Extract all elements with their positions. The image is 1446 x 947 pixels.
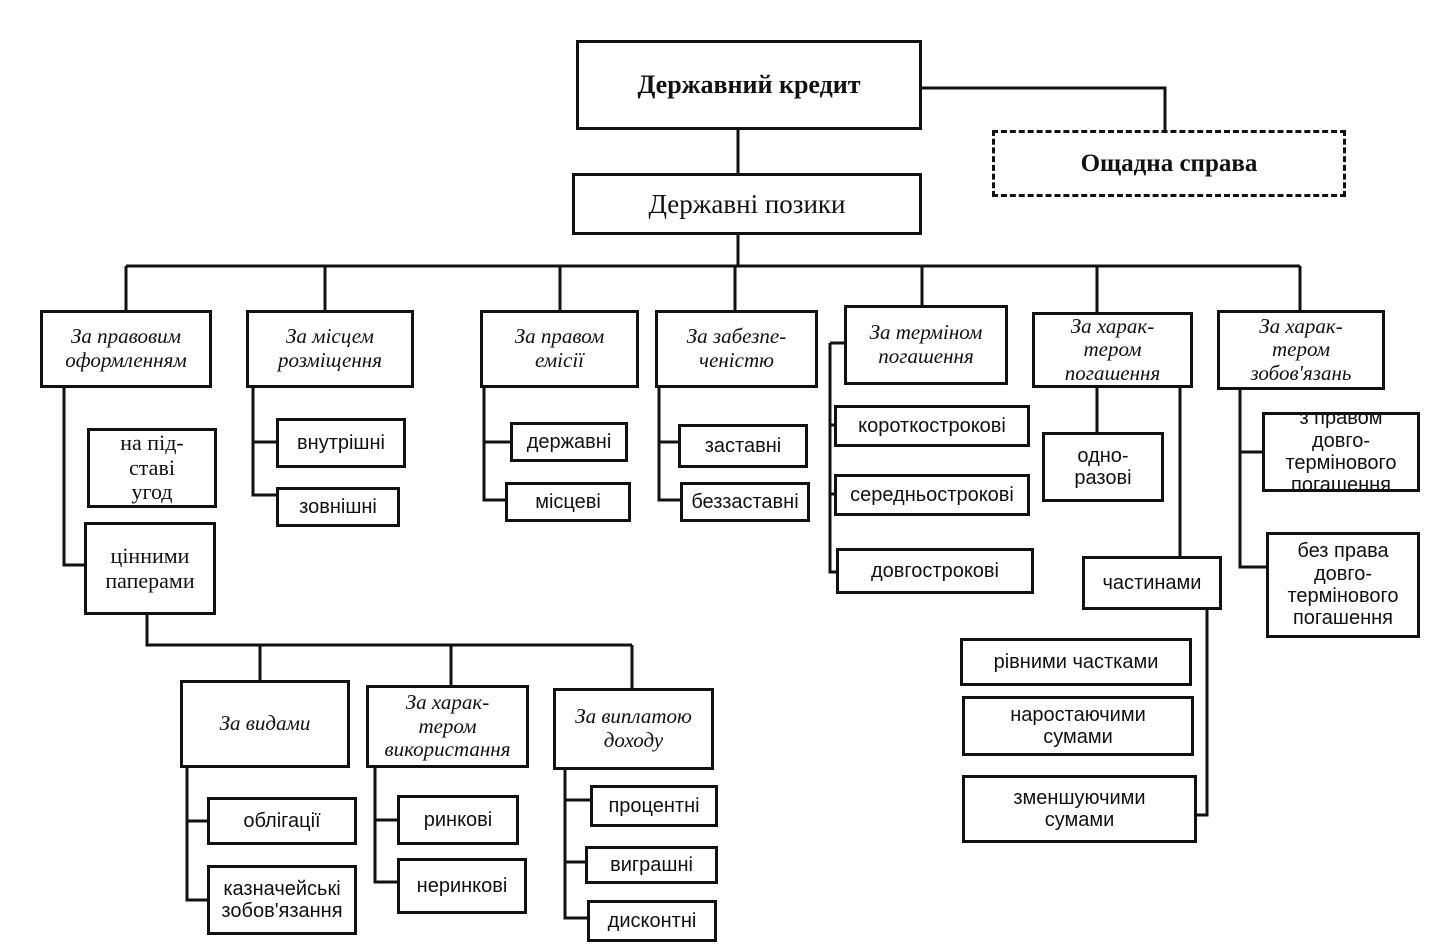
- category-legal: За правовим оформленням: [40, 310, 212, 388]
- category-security: За забезпе- ченістю: [655, 310, 818, 388]
- category-placement: За місцем розміщення: [246, 310, 414, 388]
- item-equal-parts: рівними частками: [960, 638, 1192, 686]
- item-decreasing-sums: зменшуючими сумами: [962, 775, 1197, 843]
- node-savings: Ощадна справа: [992, 130, 1346, 197]
- item-market: ринкові: [397, 795, 519, 845]
- item-agreements: на під- ставі угод: [87, 428, 217, 508]
- category-income: За виплатою доходу: [553, 688, 714, 770]
- category-kinds: За видами: [180, 680, 350, 768]
- node-root: Державний кредит: [576, 40, 922, 130]
- item-internal: внутрішні: [276, 418, 406, 468]
- item-external: зовнішні: [276, 487, 400, 527]
- item-non-market: неринкові: [397, 858, 527, 914]
- item-local: місцеві: [505, 482, 631, 522]
- category-emission: За правом емісії: [480, 310, 639, 388]
- item-bonds: облігації: [207, 797, 357, 845]
- item-with-long-term-repayment: з правом довго- термінового погашення: [1262, 407, 1420, 496]
- item-medium-term: середньострокові: [834, 474, 1030, 516]
- item-interest: процентні: [590, 785, 718, 827]
- item-without-long-term-repayment: без права довго- термінового погашення: [1266, 532, 1420, 638]
- item-securities: цінними паперами: [84, 522, 216, 615]
- item-short-term: короткострокові: [834, 405, 1030, 447]
- category-usage: За харак- тером використання: [366, 685, 529, 768]
- item-one-time: одно- разові: [1042, 432, 1164, 502]
- item-discount: дисконтні: [587, 900, 717, 942]
- category-repay-nature: За харак- тером погашення: [1032, 312, 1193, 388]
- node-loans: Державні позики: [572, 173, 922, 235]
- item-secured: заставні: [678, 424, 808, 468]
- item-lottery: виграшні: [585, 846, 718, 884]
- category-term: За терміном погашення: [844, 305, 1008, 385]
- item-treasury-obligations: казначейські зобов'язання: [207, 865, 357, 935]
- item-increasing-sums: наростаючими сумами: [962, 696, 1194, 756]
- item-unsecured: беззаставні: [680, 482, 810, 522]
- category-obligation-nature: За харак- тером зобов'язань: [1217, 310, 1385, 390]
- item-in-parts: частинами: [1082, 556, 1222, 610]
- item-state: державні: [510, 422, 628, 462]
- item-long-term: довгострокові: [836, 548, 1034, 594]
